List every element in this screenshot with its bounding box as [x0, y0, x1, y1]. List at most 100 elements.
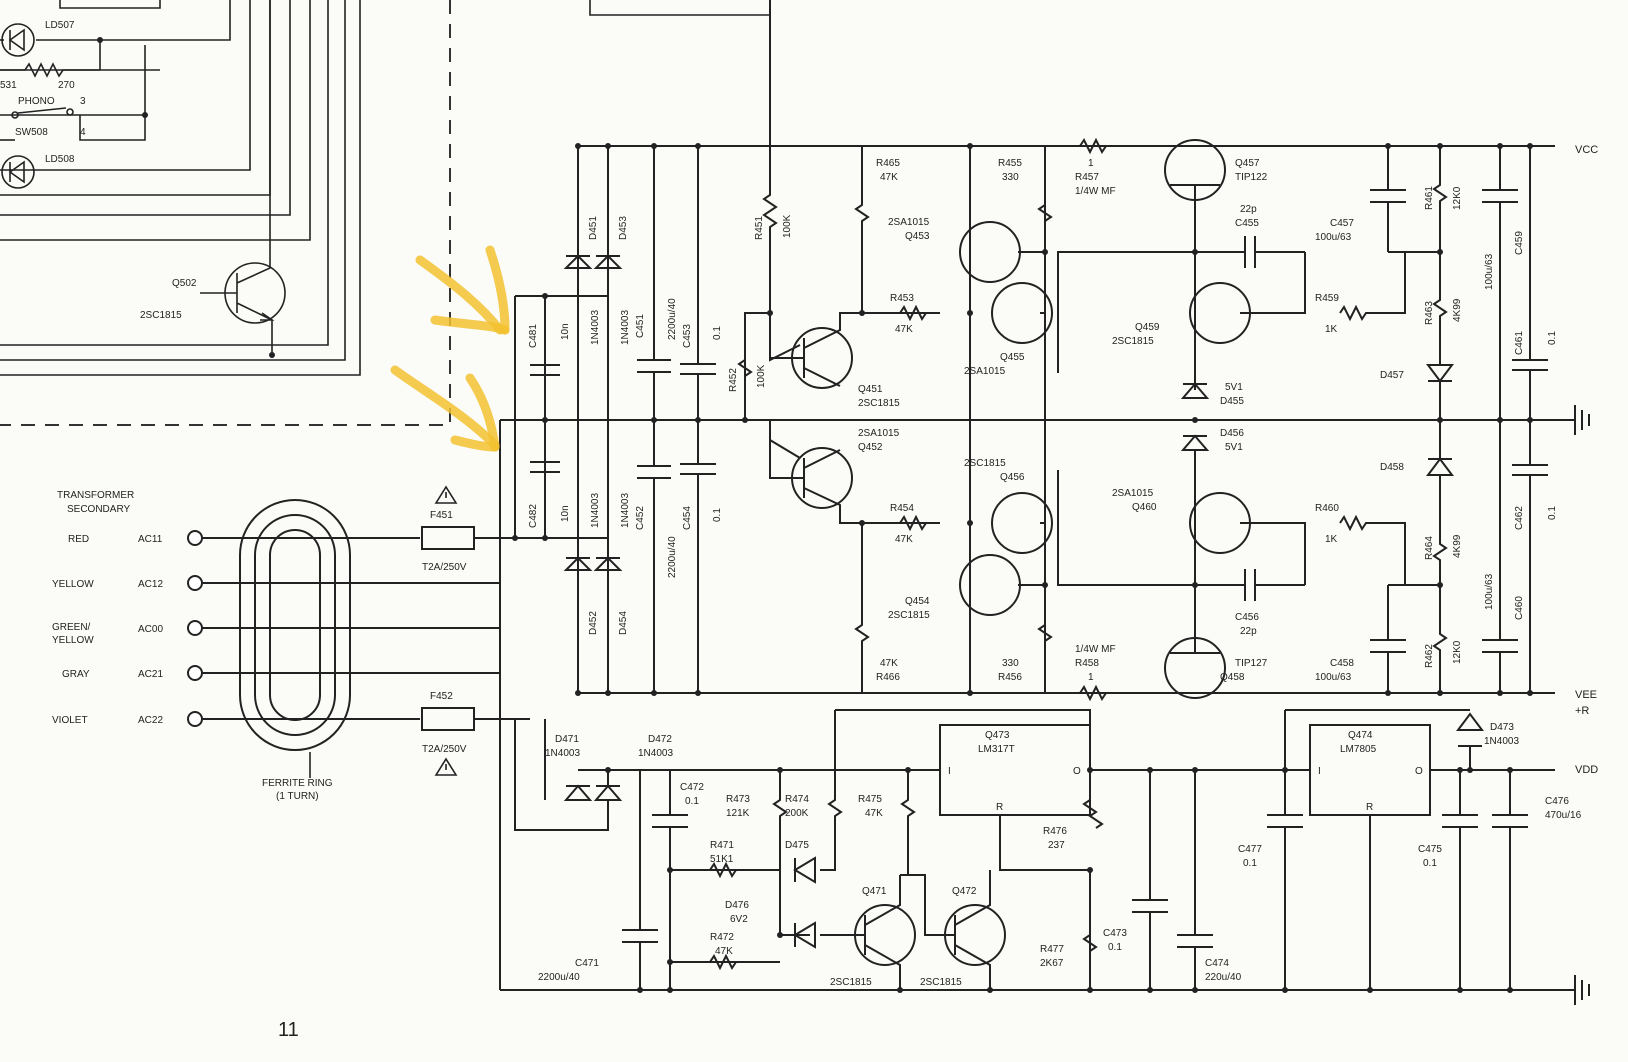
highlight-arrows: [390, 245, 510, 452]
label-q458-type: TIP127: [1235, 658, 1268, 669]
label-r462: R462: [1424, 644, 1435, 668]
label-d452: D452: [588, 611, 599, 635]
label-q451-type: 2SC1815: [858, 398, 900, 409]
label-c482: C482: [528, 504, 539, 528]
label-c481-value: 10n: [560, 323, 571, 340]
label-c474-value: 220u/40: [1205, 972, 1242, 983]
label-q452-type: 2SA1015: [858, 428, 900, 439]
label-q474-out: O: [1415, 766, 1423, 777]
label-c482-value: 10n: [560, 505, 571, 522]
terminal-ac11-label: AC11: [138, 534, 163, 545]
label-q474-in: I: [1318, 766, 1321, 777]
label-3: 3: [80, 96, 86, 107]
page-number: 11: [278, 1019, 299, 1041]
top-left-panel: LD507 LD508 531 270 PHONO 3 4 SW508 Q502…: [0, 0, 451, 426]
label-4: 4: [80, 127, 86, 138]
label-q471: Q471: [862, 886, 887, 897]
label-d473-value: 1N4003: [1484, 736, 1519, 747]
label-q456-type: 2SC1815: [964, 458, 1006, 469]
label-c476: C476: [1545, 796, 1569, 807]
label-r459-value: 1K: [1325, 324, 1338, 335]
label-q474-gnd: R: [1366, 802, 1373, 813]
label-c475: C475: [1418, 844, 1442, 855]
label-c471-value: 2200u/40: [538, 972, 580, 983]
label-q474-type: LM7805: [1340, 744, 1377, 755]
label-c459-value: 100u/63: [1484, 253, 1495, 290]
label-r451: R451: [754, 216, 765, 240]
label-c455-value: 22p: [1240, 204, 1257, 215]
terminal-ac21: [187, 665, 203, 681]
label-d458: D458: [1380, 462, 1404, 473]
label-phono: PHONO: [18, 96, 55, 107]
label-c456-value: 22p: [1240, 626, 1257, 637]
label-r476-value: 237: [1048, 840, 1065, 851]
label-r459: R459: [1315, 293, 1339, 304]
ferrite-label-1: FERRITE RING: [262, 778, 333, 789]
label-r455: R455: [998, 158, 1022, 169]
label-r457-value: 1: [1088, 158, 1094, 169]
label-d472-value: 1N4003: [638, 748, 673, 759]
label-r453: R453: [890, 293, 914, 304]
fuse-f451-rating: T2A/250V: [422, 562, 467, 573]
label-q457-type: TIP122: [1235, 172, 1268, 183]
label-d455-value: 5V1: [1225, 382, 1243, 393]
label-d476: D476: [725, 900, 749, 911]
wire-yellow-label: YELLOW: [52, 579, 94, 590]
fuse-f452-rating: T2A/250V: [422, 744, 467, 755]
label-r471-value: 51K1: [710, 854, 734, 865]
label-c460: C460: [1514, 596, 1525, 620]
label-d456-value: 5V1: [1225, 442, 1243, 453]
label-c462: C462: [1514, 506, 1525, 530]
label-q458: Q458: [1220, 672, 1245, 683]
ferrite-ring: [239, 499, 351, 751]
label-c473: C473: [1103, 928, 1127, 939]
terminal-ac22: [187, 711, 203, 727]
label-q453: Q453: [905, 231, 930, 242]
label-r457-type: 1/4W MF: [1075, 186, 1116, 197]
label-c453: C453: [682, 324, 693, 348]
label-r464-value: 4K99: [1452, 534, 1463, 558]
label-r458: R458: [1075, 658, 1099, 669]
label-sw508: SW508: [15, 127, 48, 138]
fuse-f452-ref: F452: [430, 691, 453, 702]
label-q474: Q474: [1348, 730, 1373, 741]
label-d454: D454: [618, 611, 629, 635]
label-r452: R452: [728, 368, 739, 392]
terminal-ac12: [187, 575, 203, 591]
label-270: 270: [58, 80, 75, 91]
label-r461-value: 12K0: [1452, 186, 1463, 210]
label-r456-value: 330: [1002, 658, 1019, 669]
label-c457-value: 100u/63: [1315, 232, 1352, 243]
label-c477-value: 0.1: [1243, 858, 1257, 869]
label-q473: Q473: [985, 730, 1010, 741]
label-r474-value: 200K: [785, 808, 809, 819]
label-r461: R461: [1424, 186, 1435, 210]
label-q472-type: 2SC1815: [920, 977, 962, 988]
label-c462-value: 0.1: [1547, 506, 1558, 520]
label-c475-value: 0.1: [1423, 858, 1437, 869]
regulator-section: [514, 709, 1555, 993]
label-q459-type: 2SC1815: [1112, 336, 1154, 347]
label-r460: R460: [1315, 503, 1339, 514]
label-r465-value: 47K: [880, 172, 898, 183]
label-r458-value: 1: [1088, 672, 1094, 683]
label-r451-value: 100K: [782, 214, 793, 238]
label-c461: C461: [1514, 331, 1525, 355]
label-c454-value: 0.1: [712, 508, 723, 522]
ground-icon: [1555, 405, 1590, 435]
label-r476: R476: [1043, 826, 1067, 837]
label-q502: Q502: [172, 278, 197, 289]
component-labels: C481 10n C482 10n D451 1N4003 D453 1N400…: [528, 158, 1582, 988]
label-q473-out: O: [1073, 766, 1081, 777]
label-r457: R457: [1075, 172, 1099, 183]
label-c476-value: 470u/16: [1545, 810, 1582, 821]
rail-vdd: VDD: [1575, 764, 1598, 776]
label-c451: C451: [635, 314, 646, 338]
label-c452-value: 2200u/40: [667, 536, 678, 578]
label-d475: D475: [785, 840, 809, 851]
label-d455: D455: [1220, 396, 1244, 407]
label-r454: R454: [890, 503, 914, 514]
transistor-q456: [991, 492, 1053, 554]
